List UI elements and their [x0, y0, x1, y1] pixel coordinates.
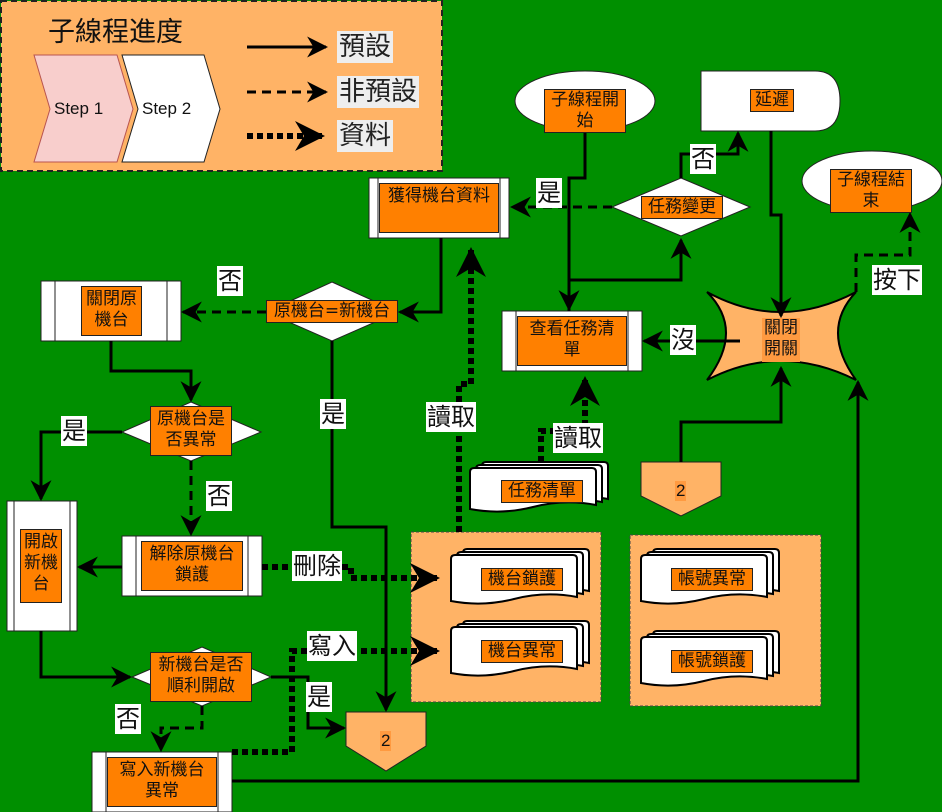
edges	[30, 130, 921, 783]
open-new-machine-label: 開啟新機台	[20, 529, 62, 603]
step1-chevron	[33, 54, 134, 163]
thread-start-label: 子線程開始	[544, 89, 626, 133]
edge-label-read-tasks: 讀取	[553, 423, 603, 453]
edge-label-open-yes: 是	[306, 682, 332, 712]
edge-label-read-machine: 讀取	[426, 402, 476, 432]
check-task-list-label: 查看任務清單	[517, 316, 627, 366]
step2-chevron	[121, 54, 221, 163]
account-abnormal-doc-label: 帳號異常	[671, 568, 753, 591]
connector-right-label: 2	[675, 481, 687, 501]
legend-title: 子線程進度	[48, 17, 183, 48]
edge-label-press: 按下	[872, 265, 922, 295]
step2-label: Step 2	[142, 99, 192, 118]
legend-solid-label: 預設	[337, 31, 394, 63]
machine-abnormal-doc-label: 機台異常	[481, 640, 563, 663]
edge-label-open-no: 否	[115, 704, 141, 734]
edge-label-write: 寫入	[307, 631, 357, 661]
legend-dashed-label: 非預設	[337, 76, 420, 108]
write-new-machine-abnormal-label: 寫入新機台異常	[107, 757, 217, 807]
edge-label-same-yes: 是	[320, 399, 346, 429]
legend-dotted-label: 資料	[337, 120, 394, 152]
account-lock-doc-label: 帳號鎖護	[671, 650, 753, 673]
machine-lock-doc-label: 機台鎖護	[481, 568, 563, 591]
close-switch-label: 關閉開關	[762, 318, 800, 362]
edge-label-same-no: 否	[217, 266, 243, 296]
edge-label-abnormal-yes: 是	[61, 416, 87, 446]
new-machine-ok-label: 新機台是否順利開啟	[150, 652, 252, 702]
get-machine-data-label: 獲得機台資料	[379, 183, 499, 233]
connector-bottom-label: 2	[380, 731, 392, 751]
edge-label-not-pressed: 沒	[670, 325, 696, 355]
edge-label-delete: 刪除	[292, 551, 342, 581]
thread-end-label: 子線程結束	[830, 169, 912, 213]
same-machine-label: 原機台=新機台	[266, 300, 398, 323]
task-changed-label: 任務變更	[641, 196, 723, 219]
edge-label-abnormal-no: 否	[206, 481, 232, 511]
edge-label-changed-no: 否	[690, 144, 716, 174]
edge-label-changed-yes: 是	[536, 178, 562, 208]
delay-label: 延遲	[750, 89, 794, 112]
unlock-old-machine-label: 解除原機台鎖護	[141, 541, 243, 591]
close-old-machine-label: 關閉原機台	[81, 286, 142, 336]
task-list-doc-label: 任務清單	[501, 480, 583, 503]
old-machine-abnormal-label: 原機台是否異常	[150, 406, 232, 456]
step1-label: Step 1	[54, 99, 104, 118]
